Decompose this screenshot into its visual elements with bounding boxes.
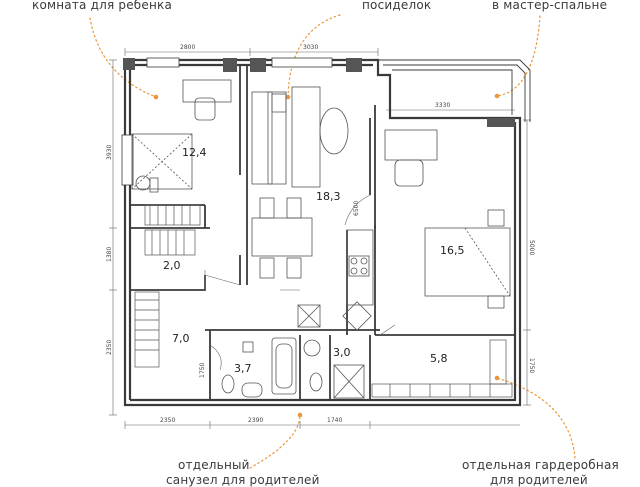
- door-swings: [204, 194, 396, 371]
- leader-bath: [249, 414, 301, 469]
- dim-bottom-2: 2390: [248, 417, 263, 424]
- room-area-bath: 3,7: [234, 362, 252, 375]
- storage-shelves: [134, 204, 201, 368]
- room-area-wardrobe: 5,8: [430, 352, 448, 365]
- windows: [121, 57, 333, 186]
- dim-bottom-3: 1740: [327, 417, 342, 424]
- room-area-living: 18,3: [316, 190, 341, 203]
- room-area-master: 16,5: [440, 244, 465, 257]
- leader-wardrobe: [496, 377, 576, 459]
- callout-leaders: [89, 14, 576, 469]
- leader-child: [89, 17, 157, 98]
- callout-bath-line1: отдельный: [178, 458, 250, 472]
- living-furniture: [251, 86, 349, 279]
- dim-left-4: 1750: [199, 363, 206, 378]
- dim-bottom-1: 2350: [160, 417, 175, 424]
- callout-master: в мастер-спальне: [492, 0, 608, 12]
- room-area-storage: 2,0: [163, 259, 181, 272]
- dim-right-2: 1750: [528, 358, 535, 373]
- child-room-furniture: [131, 79, 232, 193]
- bathroom-fixtures: [221, 337, 365, 399]
- interior-walls: [130, 65, 515, 400]
- callout-wardrobe-line1: отдельная гардеробная: [462, 458, 619, 472]
- exterior-walls: [123, 58, 522, 407]
- room-area-child: 12,4: [182, 146, 207, 159]
- wardrobe-shelves: [371, 339, 513, 398]
- dim-top-left: 2800: [180, 44, 195, 51]
- wall-columns: [123, 58, 515, 127]
- room-area-hall: 7,0: [172, 332, 190, 345]
- dimension-lines: [109, 48, 531, 429]
- room-area-wc: 3,0: [333, 346, 351, 359]
- dim-top-mid: 3030: [303, 44, 318, 51]
- leader-sitting: [287, 14, 341, 98]
- balcony: [378, 59, 531, 122]
- callout-sitting: посиделок: [362, 0, 432, 12]
- dim-left-3: 2350: [106, 340, 113, 355]
- callout-dots: [153, 93, 500, 418]
- callout-child-room: комната для ребенка: [32, 0, 173, 12]
- dim-left-2: 1380: [106, 247, 113, 262]
- dim-right-1: 5000: [528, 240, 535, 255]
- dim-balcony: 3330: [435, 102, 450, 109]
- dim-left-1: 3930: [106, 145, 113, 160]
- kitchen-furniture: [297, 229, 374, 331]
- dim-mid-vert: 6500: [353, 201, 360, 216]
- master-furniture: [384, 129, 511, 309]
- leader-master: [496, 15, 541, 97]
